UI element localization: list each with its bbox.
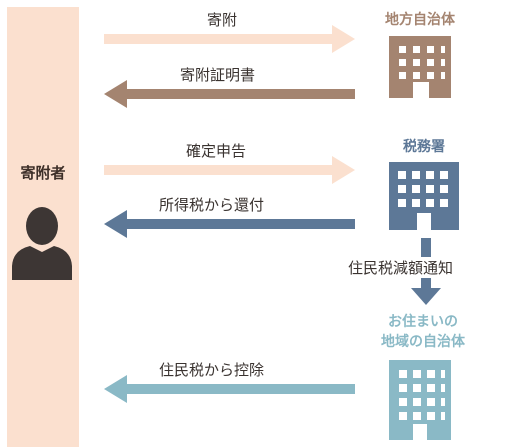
residential-municipality-title-line1: お住まいの (388, 314, 458, 330)
local-government-building-icon (389, 36, 451, 98)
arrow-tax-return (104, 156, 355, 184)
certificate-label: 寄附証明書 (180, 66, 256, 84)
donation-label: 寄附 (207, 11, 238, 29)
donor-label: 寄附者 (20, 164, 66, 182)
arrow-donation (104, 25, 355, 53)
person-icon (12, 207, 72, 280)
resident-tax-notice-label: 住民税減額通知 (346, 257, 456, 278)
local-government-title: 地方自治体 (385, 12, 455, 28)
arrow-resident-tax-deduction (104, 375, 355, 403)
income-tax-refund-label: 所得税から還付 (159, 196, 265, 214)
arrow-income-tax-refund (104, 210, 355, 238)
tax-office-title: 税務署 (403, 139, 445, 155)
arrow-certificate (104, 80, 355, 108)
resident-tax-deduction-label: 住民税から控除 (159, 361, 265, 379)
tax-office-building-icon (389, 162, 459, 230)
tax-return-label: 確定申告 (186, 142, 247, 160)
residential-municipality-building-icon (389, 360, 451, 440)
residential-municipality-title-line2: 地域の自治体 (381, 334, 465, 350)
